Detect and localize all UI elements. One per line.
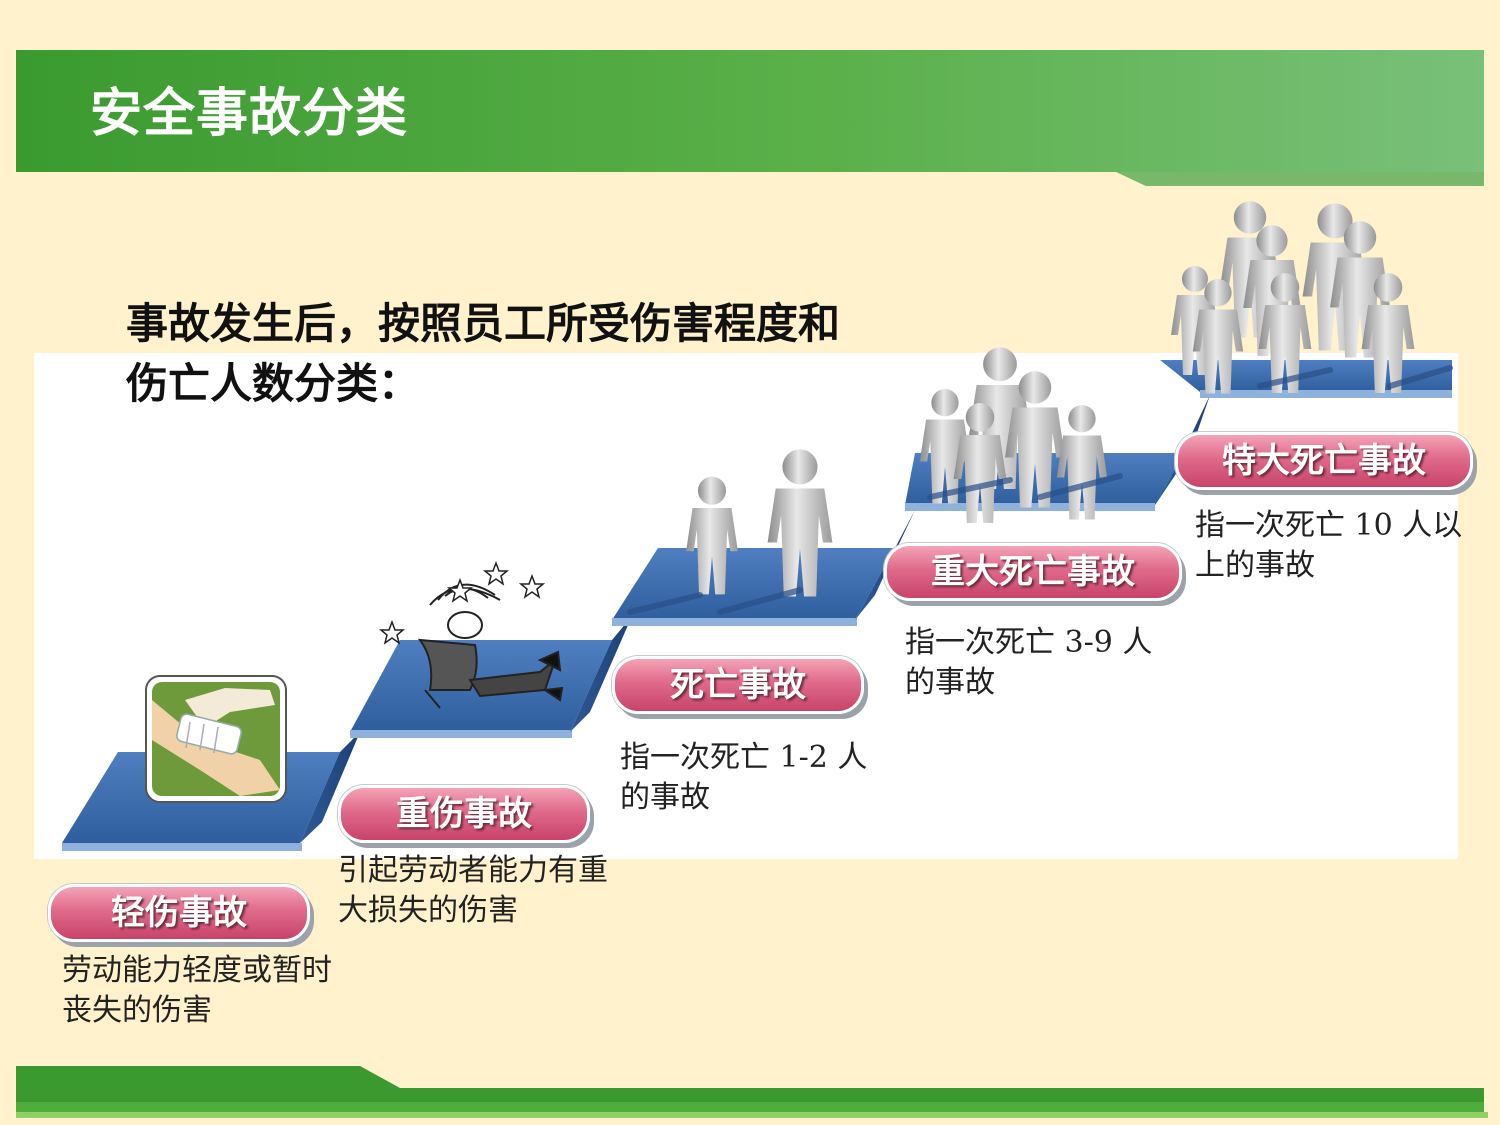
- level-badge-5: 特大死亡事故: [1175, 432, 1473, 490]
- header-band: [16, 50, 1484, 172]
- level-badge-2: 重伤事故: [338, 785, 590, 843]
- step-3: [612, 548, 895, 620]
- footer-band: [16, 1066, 1488, 1118]
- level-description-2: 引起劳动者能力有重大损失的伤害: [338, 853, 608, 928]
- level-description-1: 劳动能力轻度或暂时丧失的伤害: [62, 953, 332, 1028]
- intro-text: 事故发生后，按照员工所受伤害程度和伤亡人数分类：: [126, 299, 841, 408]
- shadow-streaks: [627, 365, 1453, 615]
- bandage-icon: [145, 675, 287, 803]
- slide-title: 安全事故分类: [90, 84, 409, 144]
- level-description-3: 指一次死亡 1-2 人的事故: [620, 740, 868, 815]
- level-badge-4: 重大死亡事故: [884, 543, 1182, 601]
- level-badge-3: 死亡事故: [612, 656, 864, 714]
- dizzy-stars: [378, 560, 546, 645]
- level-description-5: 指一次死亡 10 人以上的事故: [1195, 508, 1463, 583]
- injured-person-icon: [417, 583, 564, 709]
- header-accent: [16, 172, 1484, 186]
- riser-1: [300, 732, 360, 843]
- level-description-4: 指一次死亡 3-9 人的事故: [905, 625, 1153, 700]
- riser-2: [570, 616, 632, 732]
- person-silhouette-icon-group-5: [1171, 201, 1415, 394]
- level-badge-1: 轻伤事故: [48, 884, 310, 942]
